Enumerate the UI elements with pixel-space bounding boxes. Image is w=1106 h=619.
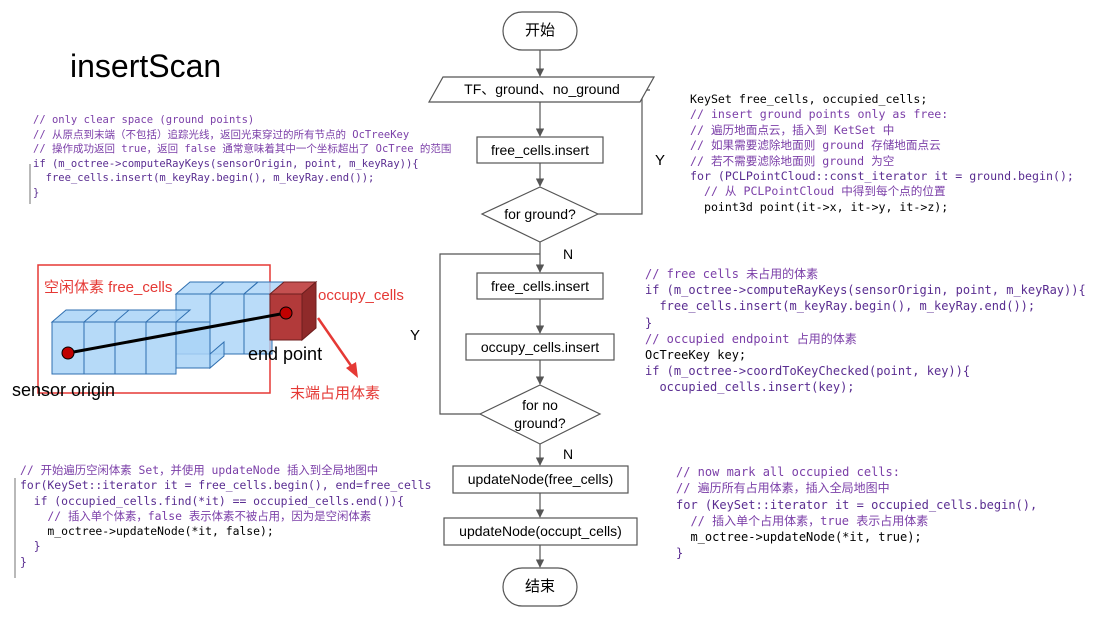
code-line: } — [20, 539, 41, 554]
update-occ-label: updateNode(occupt_cells) — [459, 523, 622, 539]
code-line: point3d point(it->x, it->y, it->z); — [690, 199, 949, 214]
free-cells-label: 空闲体素 free_cells — [44, 279, 173, 296]
occupy-cells-label: occupy_cells — [318, 287, 404, 304]
code-block-right-mid: // free cells 未占用的体素 if (m_octree->comput… — [645, 266, 1086, 396]
code-line: occupied_cells.insert(key); — [645, 380, 855, 395]
code-block-left-top: // only clear space (ground points) // 从原… — [33, 113, 451, 200]
occupy-insert-box — [465, 333, 615, 361]
start-terminal — [502, 11, 578, 51]
free-insert-box-1 — [476, 136, 604, 164]
free-insert-label-2: free_cells.insert — [490, 278, 590, 294]
no-label-2: N — [563, 446, 574, 462]
code-line: OcTreeKey key; — [645, 348, 747, 363]
code-line: // 从原点到末端（不包括）追踪光线，返回光束穿过的所有节点的 OcTreeKe… — [33, 128, 410, 141]
code-indent-bar — [29, 164, 31, 204]
code-line: // 开始遍历空闲体素 Set，并使用 updateNode 插入到全局地图中 — [20, 463, 379, 477]
code-line: } — [20, 554, 27, 569]
code-line: // 操作成功返回 true，返回 false 通常意味着其中一个坐标超出了 O… — [33, 143, 452, 155]
for-no-ground-decision — [478, 384, 602, 445]
tail-voxel-label: 末端占用体素 — [290, 385, 381, 402]
occupied-voxel — [268, 280, 318, 342]
end-terminal — [502, 567, 578, 607]
tail-arrow-line — [316, 317, 356, 371]
code-block-right-top: KeySet free_cells, occupied_cells;// ins… — [690, 92, 1074, 215]
update-free-box — [452, 465, 629, 494]
code-line: // 如果需要滤除地面则 ground 存储地面点云 — [690, 138, 941, 153]
end-label: 结束 — [524, 578, 555, 595]
for-no-ground-label-1: for no — [522, 397, 558, 413]
free-insert-box-2 — [476, 272, 604, 300]
code-line: // now mark all occupied cells: — [676, 465, 900, 479]
occupy-insert-label: occupy_cells.insert — [480, 339, 600, 355]
code-line: } — [645, 315, 653, 330]
code-block-right-bottom: // now mark all occupied cells: // 遍历所有占用… — [676, 464, 1037, 562]
code-line: // 插入单个占用体素，true 表示占用体素 — [676, 513, 929, 528]
sensor-origin-dot — [61, 346, 75, 360]
no-label-1: N — [563, 246, 574, 262]
code-line: if (occupied_cells.find(*it) == occupied… — [20, 493, 405, 508]
page-title: insertScan — [70, 48, 222, 84]
end-point-label: end point — [248, 344, 323, 364]
tail-arrow-head — [346, 362, 358, 378]
code-line: // occupied endpoint 占用的体素 — [645, 331, 857, 346]
ray-line — [67, 311, 287, 355]
code-line: } — [676, 546, 684, 561]
code-indent-bar — [14, 478, 16, 578]
code-line: // 遍历地面点云，插入到 KetSet 中 — [690, 122, 895, 137]
voxel-illustration — [37, 264, 358, 394]
sensor-origin-label: sensor origin — [12, 380, 116, 400]
end-point-dot — [279, 306, 293, 320]
code-line: free_cells.insert(m_keyRay.begin(), m_ke… — [645, 299, 1036, 314]
code-line: if (m_octree->computeRayKeys(sensorOrigi… — [33, 157, 419, 170]
for-ground-label: for ground? — [504, 206, 576, 222]
code-line: // 插入单个体素，false 表示体素不被占用，因为是空闲体素 — [20, 508, 372, 523]
update-occ-box — [443, 517, 638, 546]
code-line: for(KeySet::iterator it = free_cells.beg… — [20, 478, 432, 493]
start-label: 开始 — [524, 22, 555, 39]
code-line: // 若不需要滤除地面则 ground 为空 — [690, 153, 895, 168]
update-free-label: updateNode(free_cells) — [467, 471, 614, 487]
code-line: for (KeySet::iterator it = occupied_cell… — [676, 497, 1038, 512]
yes-label-2: Y — [410, 327, 421, 344]
for-ground-decision — [480, 186, 600, 243]
code-line: free_cells.insert(m_keyRay.begin(), m_ke… — [33, 172, 375, 184]
tf-label: TF、ground、no_ground — [464, 81, 620, 97]
code-line: // only clear space (ground points) — [33, 114, 255, 126]
tf-input-box — [427, 76, 656, 103]
yes-label-1: Y — [655, 152, 666, 169]
for-no-ground-label-2: ground? — [514, 415, 566, 431]
code-line: m_octree->updateNode(*it, true); — [676, 530, 922, 545]
code-line: m_octree->updateNode(*it, false); — [20, 524, 274, 539]
code-line: if (m_octree->coordToKeyChecked(point, k… — [645, 364, 971, 379]
code-line: // 遍历所有占用体素，插入全局地图中 — [676, 481, 890, 496]
code-line: // 从 PCLPointCloud 中得到每个点的位置 — [690, 184, 946, 199]
code-line: // insert ground points only as free: — [690, 107, 949, 122]
code-line: KeySet free_cells, occupied_cells; — [690, 92, 928, 106]
code-line: for (PCLPointCloud::const_iterator it = … — [690, 169, 1074, 184]
code-line: } — [33, 186, 40, 199]
free-insert-label-1: free_cells.insert — [490, 142, 590, 158]
code-line: // free cells 未占用的体素 — [645, 267, 819, 281]
code-line: if (m_octree->computeRayKeys(sensorOrigi… — [645, 283, 1086, 298]
